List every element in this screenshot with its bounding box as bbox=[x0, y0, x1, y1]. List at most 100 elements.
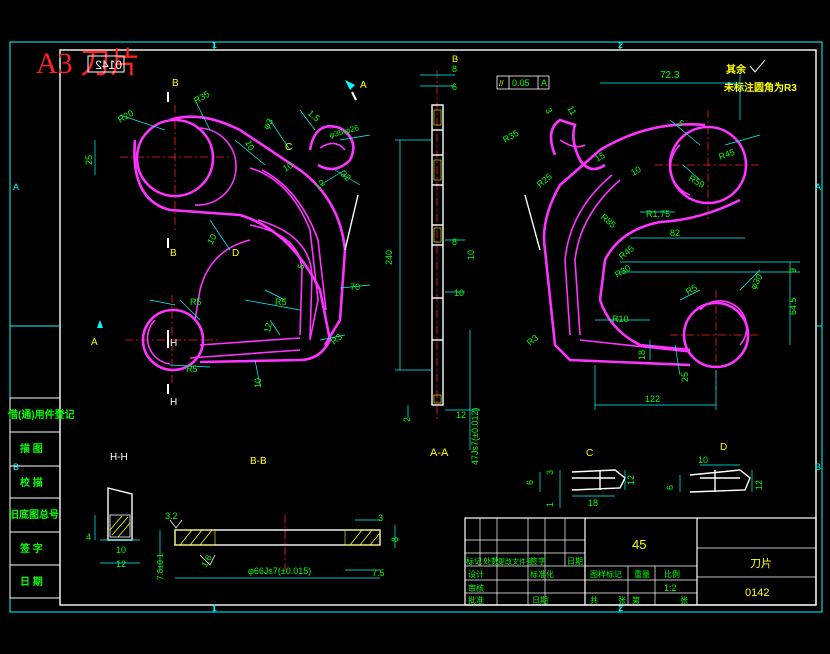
right-dim-9: 9 bbox=[788, 268, 798, 273]
zone-1-bottom: 1 bbox=[212, 603, 217, 613]
right-dim-5a: 5 bbox=[676, 118, 686, 129]
side-dim-2: 2 bbox=[402, 417, 412, 422]
c-dim-1: 1 bbox=[545, 502, 555, 507]
tolerance-datum: A bbox=[541, 78, 547, 88]
zone-B-left: B bbox=[13, 462, 19, 472]
bb-dim-7-5: 7.5 bbox=[372, 568, 385, 578]
c-dim-3: 3 bbox=[545, 470, 555, 475]
zone-A-right: A bbox=[815, 182, 821, 192]
right-dim-phi30: φ30 bbox=[748, 272, 765, 291]
zone-1-top: 1 bbox=[212, 40, 217, 50]
section-label-HH: H-H bbox=[110, 452, 128, 463]
title-sheet-label: 张 bbox=[618, 596, 626, 605]
title-part-name: 刀片 bbox=[750, 557, 772, 570]
left-dim-70: 70 bbox=[350, 282, 360, 292]
title-stage-label: 图样标记 bbox=[590, 569, 622, 579]
left-dim-phi3: φ3 bbox=[261, 117, 275, 131]
right-dim-3: 3 bbox=[543, 106, 554, 115]
bb-dim-1-6: 1.6 bbox=[199, 553, 214, 569]
title-weight-label: 重量 bbox=[634, 569, 650, 579]
right-part-view bbox=[524, 75, 800, 410]
side-mark-B: B bbox=[452, 54, 458, 64]
left-dim-10a: 10 bbox=[243, 139, 256, 152]
right-dim-r5: R5 bbox=[684, 282, 699, 296]
left-dim-r20: R20 bbox=[116, 108, 135, 125]
right-dim-10: 10 bbox=[629, 164, 643, 178]
mark-H-top: H bbox=[170, 338, 177, 349]
right-dim-25: 25 bbox=[680, 372, 690, 382]
left-dim-10d: 10 bbox=[281, 160, 295, 174]
side-table-row-5: 签 字 bbox=[19, 542, 43, 555]
zone-2-top: 2 bbox=[618, 40, 623, 50]
title-approve: 批准 bbox=[468, 595, 484, 605]
bb-dim-phi66: φ66Js7(±0.015) bbox=[248, 566, 311, 576]
right-dim-122: 122 bbox=[645, 394, 660, 404]
view-label-C: C bbox=[586, 448, 593, 459]
side-dim-8b: 8 bbox=[452, 237, 457, 247]
left-part-view bbox=[94, 99, 371, 386]
mark-H-bottom: H bbox=[170, 397, 177, 408]
tech-note-2: 未标注圆角为R3 bbox=[723, 81, 797, 94]
title-row-count: 处数 bbox=[483, 556, 499, 566]
mark-A-top: A bbox=[360, 80, 367, 91]
view-label-D: D bbox=[720, 442, 727, 453]
side-dim-240: 240 bbox=[384, 250, 394, 265]
left-dim-12b: 12 bbox=[262, 322, 274, 334]
right-dim-r30: R30 bbox=[613, 263, 632, 280]
side-registration-table bbox=[9, 397, 61, 599]
right-dim-r85: R85 bbox=[599, 212, 618, 230]
c-dim-18: 18 bbox=[588, 498, 598, 508]
bb-dim-7-8: 7.8±0.1 bbox=[156, 553, 165, 580]
title-row-sign: 签字 bbox=[530, 556, 546, 566]
right-dim-64-5: 64.5 bbox=[788, 297, 798, 315]
right-dim-r10: R10 bbox=[612, 314, 629, 324]
bb-dim-3: 3 bbox=[378, 513, 383, 523]
inner-frame bbox=[59, 49, 817, 606]
right-dim-82: 82 bbox=[670, 228, 680, 238]
right-dim-r45b: R45 bbox=[617, 243, 636, 261]
c-dim-12: 12 bbox=[626, 475, 636, 485]
right-dim-r59: R59 bbox=[687, 173, 706, 190]
tolerance-value: 0.05 bbox=[512, 78, 530, 88]
side-dim-10a: 10 bbox=[466, 250, 476, 260]
title-std: 标准化 bbox=[530, 569, 554, 579]
side-table-row-1: 借(通)用件登记 bbox=[7, 408, 75, 421]
tolerance-frame bbox=[496, 75, 550, 90]
right-dim-11: 11 bbox=[565, 104, 578, 117]
right-dim-r1-75: R1.75 bbox=[646, 209, 670, 219]
zone-A-left: A bbox=[13, 182, 19, 192]
right-dim-r3: R3 bbox=[525, 332, 540, 347]
bb-dim-8: 8 bbox=[390, 537, 400, 542]
title-sheet-label2: 张 bbox=[680, 596, 688, 605]
d-dim-10: 10 bbox=[698, 455, 708, 465]
d-dim-12: 12 bbox=[754, 480, 764, 490]
side-table-row-2: 描 图 bbox=[20, 442, 43, 455]
section-marks-left bbox=[97, 80, 357, 394]
mark-B-bottom: B bbox=[170, 248, 177, 259]
zone-2-bottom: 2 bbox=[618, 603, 623, 613]
title-row-file: 更改文件号 bbox=[498, 557, 533, 566]
title-row-mark: 标记 bbox=[466, 556, 482, 566]
side-dim-47: 47Js7(±0.012) bbox=[470, 408, 480, 465]
bb-dim-3-2: 3.2 bbox=[165, 511, 178, 521]
left-mark-D: D bbox=[232, 248, 239, 259]
side-table-row-4: 旧底图总号 bbox=[9, 508, 59, 521]
tolerance-symbol: // bbox=[499, 79, 504, 88]
side-table-row-6: 日 期 bbox=[20, 575, 43, 588]
left-dim-32: 32 bbox=[339, 169, 353, 183]
d-dim-6: 6 bbox=[665, 485, 675, 490]
title-sheets-total: 共 bbox=[590, 596, 598, 605]
view-C-drawing bbox=[539, 469, 626, 508]
title-sheet-no: 第 bbox=[632, 595, 640, 605]
title-row-date: 日期 bbox=[567, 557, 583, 566]
left-dim-25: 25 bbox=[84, 155, 94, 165]
right-dim-15: 15 bbox=[593, 150, 607, 164]
title-review: 审核 bbox=[468, 583, 484, 593]
title-scale-value: 1:2 bbox=[664, 583, 677, 593]
right-dim-r45: R45 bbox=[717, 147, 736, 162]
hh-dim-10: 10 bbox=[116, 545, 126, 555]
left-dim-r35: R35 bbox=[192, 89, 211, 106]
side-table-row-3: 校 描 bbox=[20, 476, 43, 489]
title-date: 日期 bbox=[532, 596, 548, 605]
